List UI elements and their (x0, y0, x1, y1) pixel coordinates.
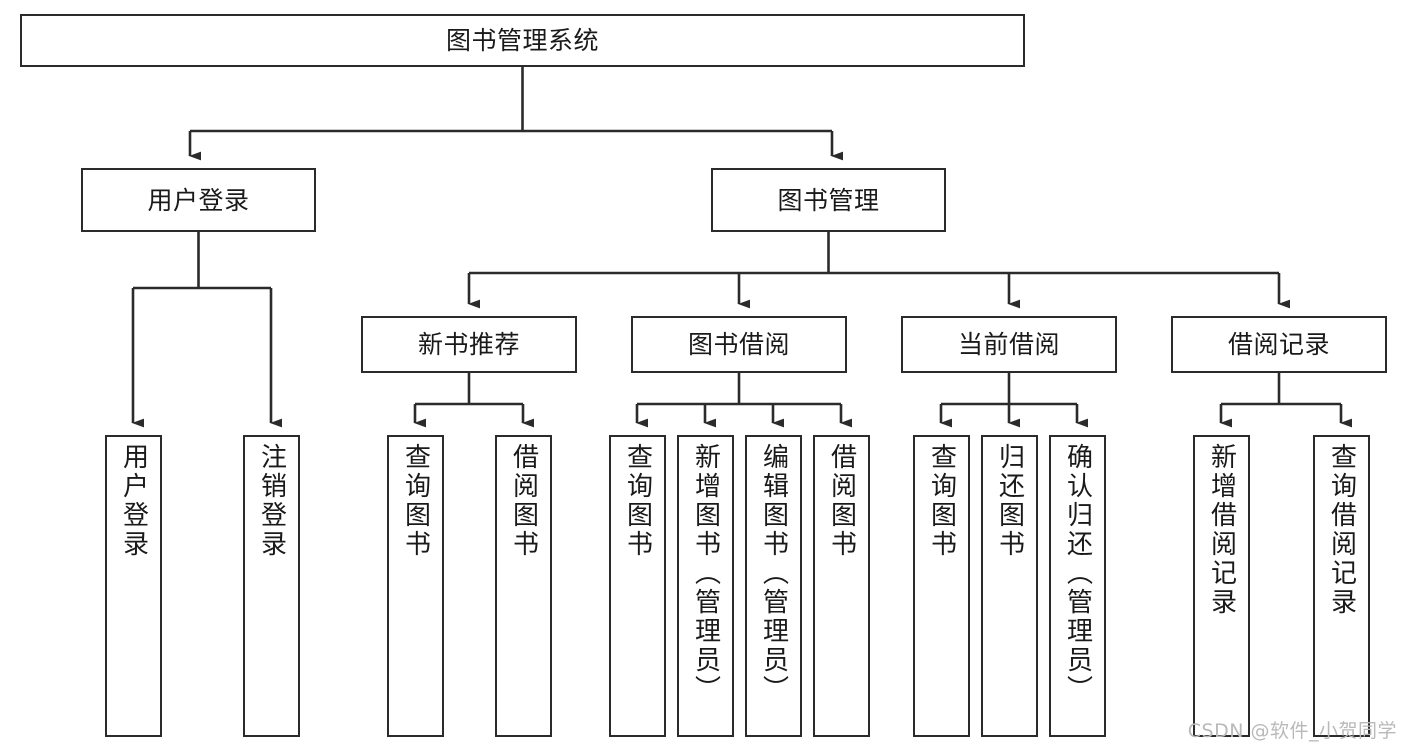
node-label: 当前借阅 (957, 330, 1060, 359)
node-label: 用户登录 (147, 185, 250, 215)
node-user-login[interactable]: 用户登录 (81, 168, 316, 232)
node-label: 查询图书 (400, 443, 431, 559)
node-label: 借阅记录 (1227, 330, 1330, 359)
leaf-borrow-edit-book-admin[interactable]: 编辑图书（管理员） (745, 435, 802, 737)
node-label: 图书管理 (777, 185, 880, 215)
node-label: 确认归还（管理员） (1062, 443, 1093, 704)
node-label: 用户登录 (118, 443, 149, 559)
node-book-borrow[interactable]: 图书借阅 (631, 316, 847, 373)
node-label: 归还图书 (994, 443, 1025, 559)
leaf-current-confirm-return-admin[interactable]: 确认归还（管理员） (1049, 435, 1106, 737)
node-borrow-records[interactable]: 借阅记录 (1171, 316, 1387, 373)
leaf-user-login-logout[interactable]: 注销登录 (243, 435, 300, 737)
node-label: 注销登录 (256, 443, 287, 559)
leaf-current-query-book[interactable]: 查询图书 (913, 435, 970, 737)
node-label: 新增借阅记录 (1206, 443, 1237, 617)
node-label: 借阅图书 (826, 443, 857, 559)
node-label: 查询图书 (622, 443, 653, 559)
node-label: 编辑图书（管理员） (758, 443, 789, 704)
leaf-borrow-query-book[interactable]: 查询图书 (609, 435, 666, 737)
leaf-borrow-add-book-admin[interactable]: 新增图书（管理员） (677, 435, 734, 737)
leaf-records-add-record[interactable]: 新增借阅记录 (1193, 435, 1250, 737)
node-label: 新书推荐 (417, 330, 520, 359)
node-label: 新增图书（管理员） (690, 443, 721, 704)
leaf-current-return-book[interactable]: 归还图书 (981, 435, 1038, 737)
leaf-records-query-record[interactable]: 查询借阅记录 (1313, 435, 1370, 737)
leaf-recommend-borrow-book[interactable]: 借阅图书 (495, 435, 552, 737)
node-root-book-management-system[interactable]: 图书管理系统 (20, 14, 1025, 67)
leaf-user-login-login[interactable]: 用户登录 (105, 435, 162, 737)
node-label: 图书借阅 (687, 330, 790, 359)
node-book-management[interactable]: 图书管理 (711, 168, 946, 232)
node-label: 查询借阅记录 (1326, 443, 1357, 617)
node-new-book-recommend[interactable]: 新书推荐 (361, 316, 577, 373)
node-label: 查询图书 (926, 443, 957, 559)
node-label: 图书管理系统 (445, 26, 599, 55)
leaf-borrow-borrow-book[interactable]: 借阅图书 (813, 435, 870, 737)
node-label: 借阅图书 (508, 443, 539, 559)
node-current-borrow[interactable]: 当前借阅 (901, 316, 1117, 373)
leaf-recommend-query-book[interactable]: 查询图书 (387, 435, 444, 737)
watermark-text: CSDN @软件_小贺同学 (1187, 720, 1397, 742)
